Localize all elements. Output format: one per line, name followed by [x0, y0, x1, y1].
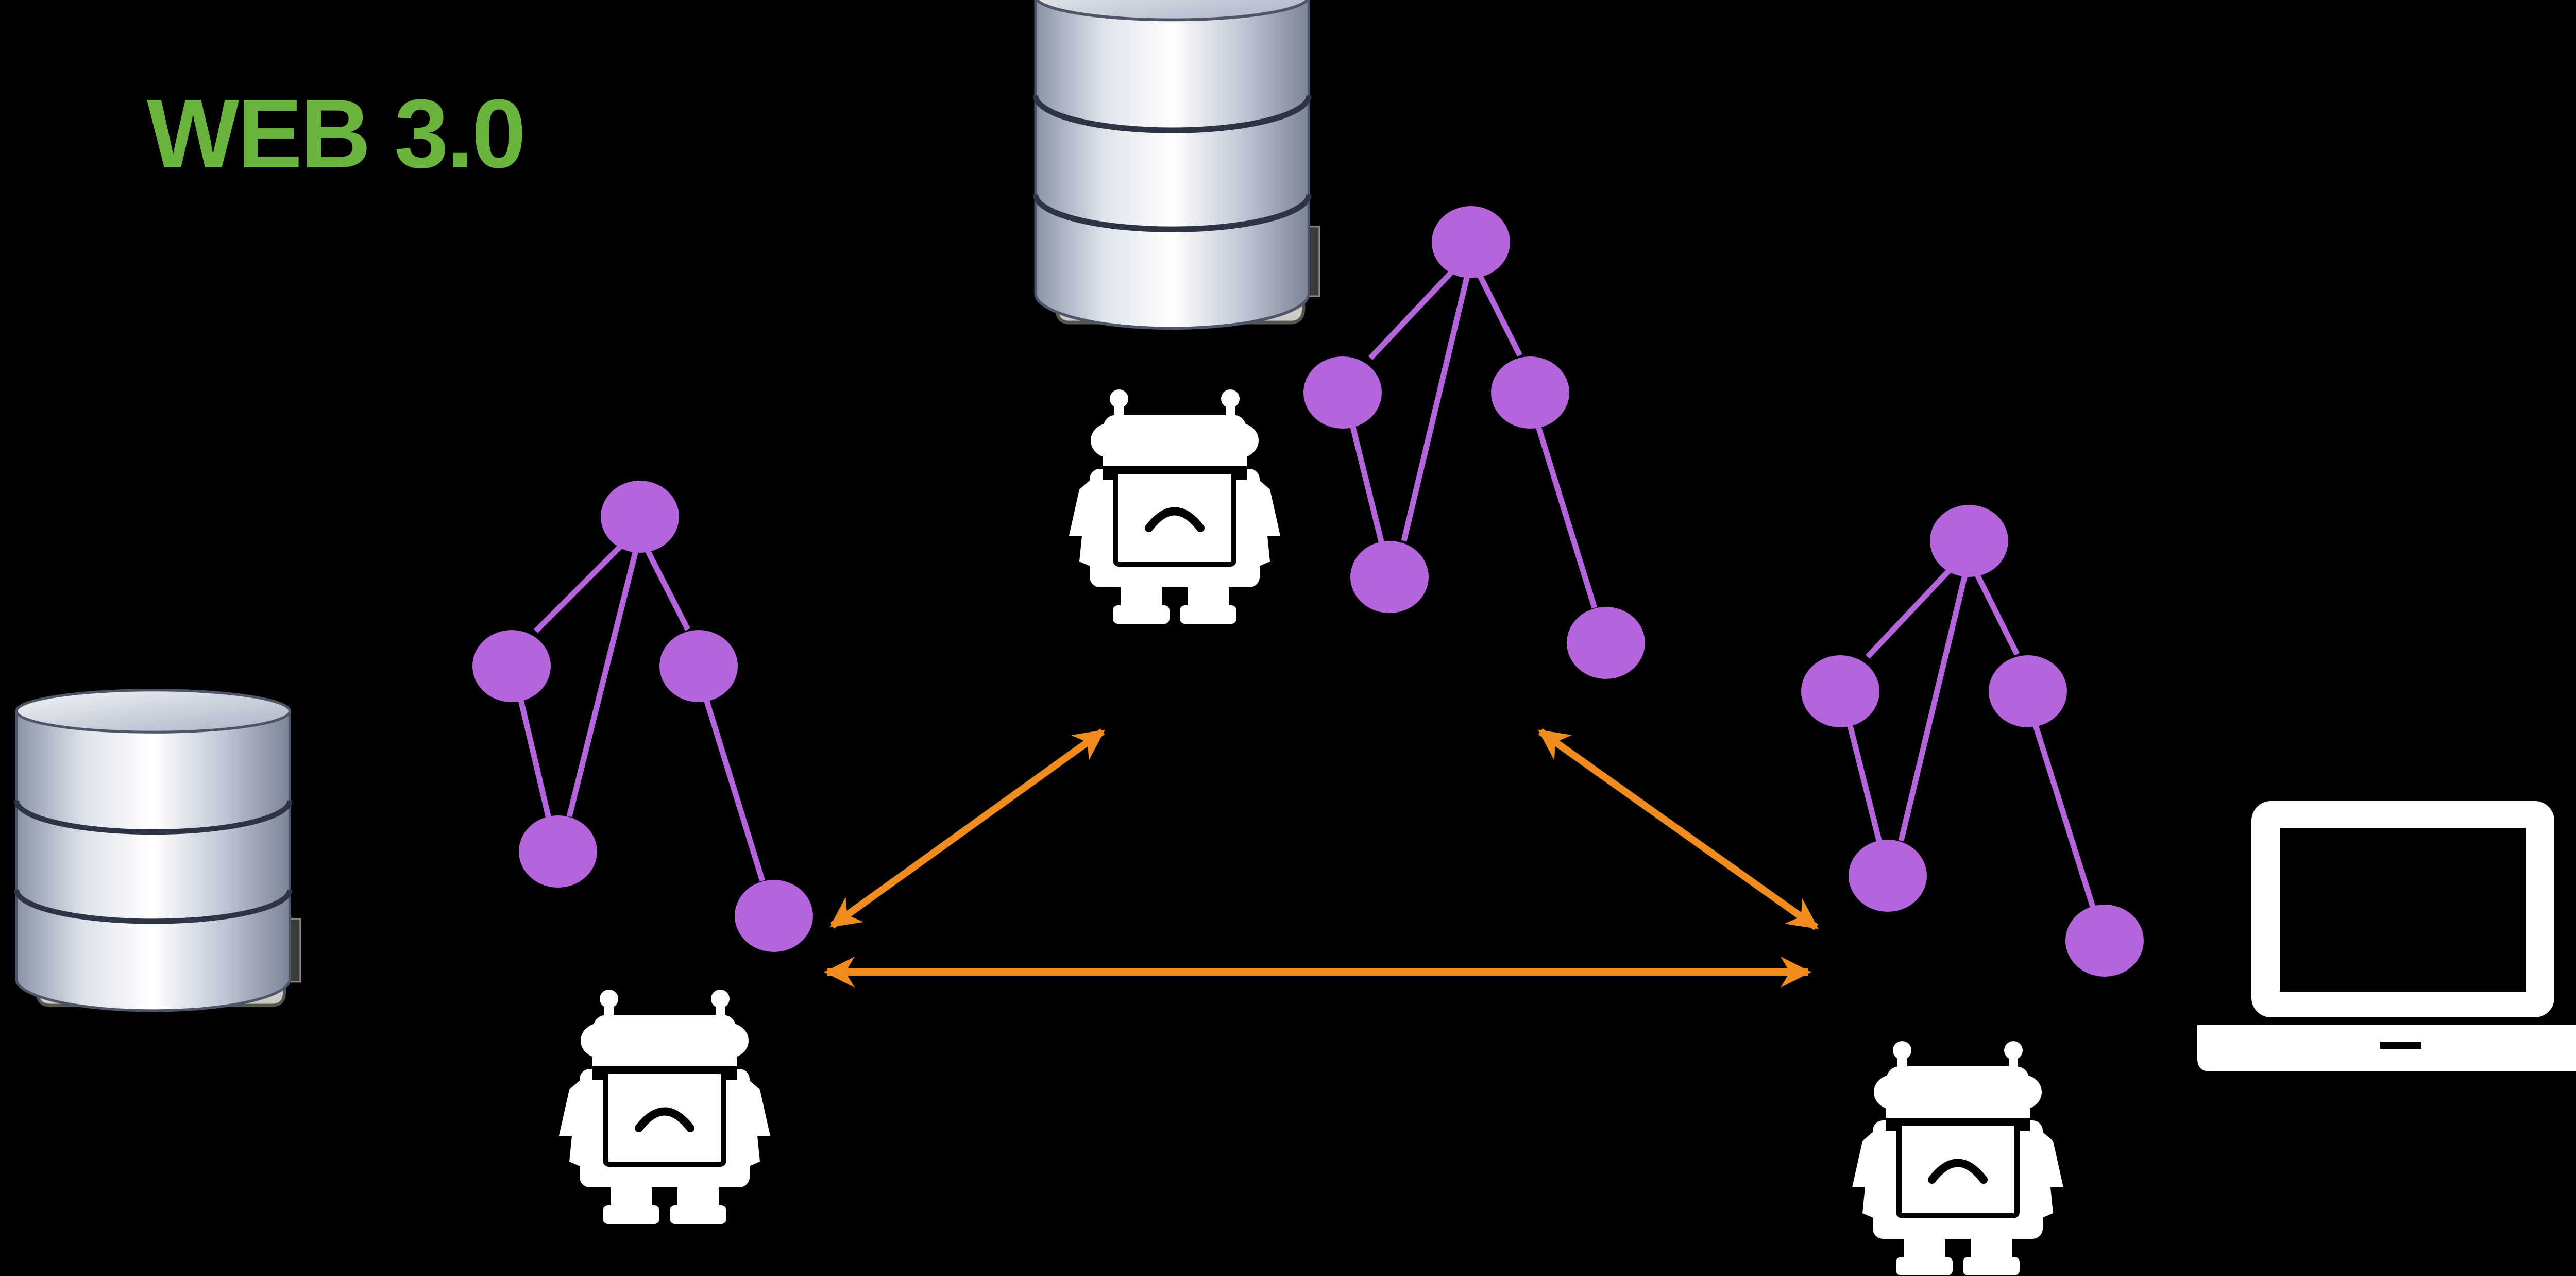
link-left-to-top — [829, 728, 1105, 929]
database-server-icon — [16, 690, 300, 1011]
link-top-to-right — [1538, 728, 1819, 930]
database-server-icon — [1036, 0, 1319, 328]
node-graph-right — [1801, 505, 2144, 977]
peer-links — [824, 728, 1819, 988]
robot-agent-icon — [559, 990, 770, 1224]
node-graph-left — [472, 481, 813, 952]
node-graph-top — [1303, 206, 1645, 679]
robot-agent-icon — [1852, 1041, 2063, 1275]
robot-agent-icon — [1069, 389, 1280, 624]
page-title: WEB 3.0 — [147, 79, 526, 189]
laptop-icon — [2197, 801, 2576, 1071]
